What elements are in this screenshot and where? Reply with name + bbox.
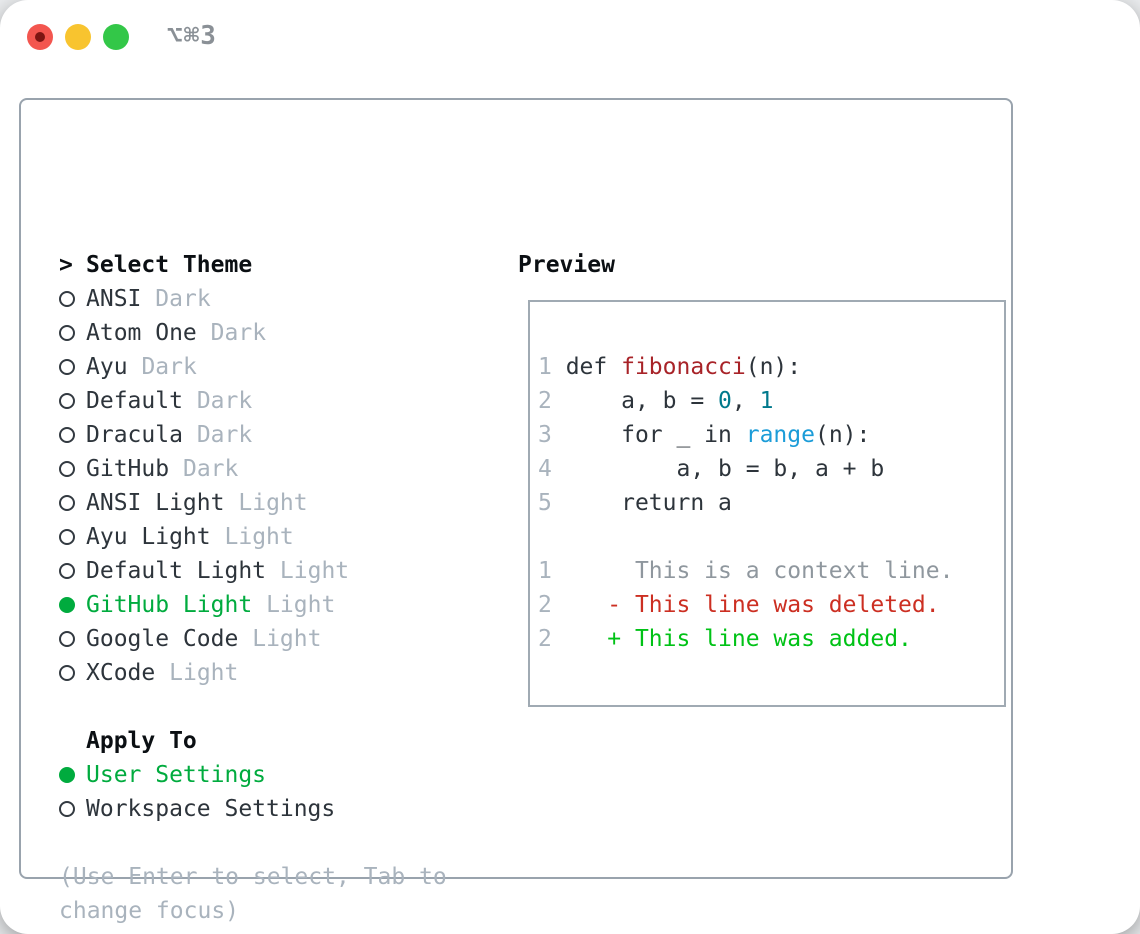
theme-option-github-dark[interactable]: GitHub Dark xyxy=(59,452,489,486)
option-label: User Settings xyxy=(86,762,267,788)
apply-to-header-label: Apply To xyxy=(86,728,197,754)
code-line: 1 def fibonacci(n): xyxy=(538,354,802,380)
code-line: 4 a, b = b, a + b xyxy=(538,456,885,482)
option-variant-label: Dark xyxy=(141,354,197,380)
spacer xyxy=(59,826,489,860)
spacer xyxy=(59,690,489,724)
close-dot-icon xyxy=(35,32,45,42)
theme-option-ansi-dark[interactable]: ANSI Dark xyxy=(59,282,489,316)
theme-option-default-dark[interactable]: Default Dark xyxy=(59,384,489,418)
option-variant-label: Light xyxy=(238,490,308,516)
keyboard-hint: (Use Enter to select, Tab to change focus… xyxy=(59,860,489,928)
zoom-button[interactable] xyxy=(103,24,129,50)
code-line: 1 This is a context line. xyxy=(538,558,954,584)
option-variant-label: Light xyxy=(224,524,294,550)
option-variant-label: Dark xyxy=(210,320,267,346)
option-label: Ayu Light xyxy=(86,524,211,550)
theme-option-google-code-light[interactable]: Google Code Light xyxy=(59,622,489,656)
option-label: XCode xyxy=(86,660,156,686)
option-label: Default Light xyxy=(86,558,267,584)
radio-icon xyxy=(59,631,86,647)
theme-option-dracula-dark[interactable]: Dracula Dark xyxy=(59,418,489,452)
code-line: 2 - This line was deleted. xyxy=(538,592,940,618)
preview-header: Preview xyxy=(518,252,615,278)
option-variant-label: Light xyxy=(279,558,350,584)
option-variant-label: Dark xyxy=(182,456,239,482)
option-label: GitHub Light xyxy=(86,592,253,618)
option-variant-label: Dark xyxy=(196,388,253,414)
cursor-marker-icon: > xyxy=(59,252,73,278)
option-variant-label: Light xyxy=(169,660,239,686)
titlebar: ⌥⌘3 xyxy=(0,0,1140,74)
theme-option-ansi-light-light[interactable]: ANSI Light Light xyxy=(59,486,489,520)
hint-text-line: (Use Enter to select, Tab to xyxy=(59,864,447,890)
code-line: 5 return a xyxy=(538,490,732,516)
theme-option-xcode-light[interactable]: XCode Light xyxy=(59,656,489,690)
code-preview: 1 def fibonacci(n): 2 a, b = 0, 1 3 for _ … xyxy=(530,302,1004,656)
option-label: Default xyxy=(86,388,183,414)
option-label: Dracula xyxy=(86,422,183,448)
option-label: Workspace Settings xyxy=(86,796,336,822)
option-label: Google Code xyxy=(86,626,239,652)
select-theme-header-label: Select Theme xyxy=(86,252,253,278)
code-line xyxy=(538,520,996,554)
option-label: GitHub xyxy=(86,456,170,482)
radio-icon xyxy=(59,801,86,817)
radio-icon xyxy=(59,563,86,579)
radio-icon xyxy=(59,393,86,409)
option-variant-label: Light xyxy=(266,592,336,618)
code-line: 2 a, b = 0, 1 xyxy=(538,388,774,414)
theme-option-github-light-light[interactable]: GitHub Light Light xyxy=(59,588,489,622)
apply-option-workspace-settings[interactable]: Workspace Settings xyxy=(59,792,489,826)
radio-icon xyxy=(59,359,86,375)
option-variant-label: Dark xyxy=(196,422,253,448)
radio-icon xyxy=(59,529,86,545)
radio-icon xyxy=(59,461,86,477)
window-title: ⌥⌘3 xyxy=(167,21,217,51)
code-line: 2 + This line was added. xyxy=(538,626,912,652)
select-theme-header: > Select Theme xyxy=(59,248,489,282)
apply-option-user-settings[interactable]: User Settings xyxy=(59,758,489,792)
close-button[interactable] xyxy=(27,24,53,50)
option-variant-label: Dark xyxy=(155,286,211,312)
apply-to-header: Apply To xyxy=(59,724,489,758)
radio-icon xyxy=(59,291,86,307)
option-variant-label: Light xyxy=(252,626,322,652)
radio-selected-icon xyxy=(59,597,86,613)
radio-icon xyxy=(59,427,86,443)
theme-option-ayu-dark[interactable]: Ayu Dark xyxy=(59,350,489,384)
radio-icon xyxy=(59,665,86,681)
theme-option-default-light-light[interactable]: Default Light Light xyxy=(59,554,489,588)
option-label: ANSI Light xyxy=(86,490,225,516)
preview-pane: 1 def fibonacci(n): 2 a, b = 0, 1 3 for _ … xyxy=(528,300,1006,707)
minimize-button[interactable] xyxy=(65,24,91,50)
radio-icon xyxy=(59,495,86,511)
hint-text-line: change focus) xyxy=(59,898,240,924)
option-label: Ayu xyxy=(86,354,128,380)
option-label: ANSI xyxy=(86,286,142,312)
radio-selected-icon xyxy=(59,767,86,783)
option-label: Atom One xyxy=(86,320,197,346)
theme-option-atom-one-dark[interactable]: Atom One Dark xyxy=(59,316,489,350)
radio-icon xyxy=(59,325,86,341)
theme-option-ayu-light-light[interactable]: Ayu Light Light xyxy=(59,520,489,554)
code-line: 3 for _ in range(n): xyxy=(538,422,871,448)
